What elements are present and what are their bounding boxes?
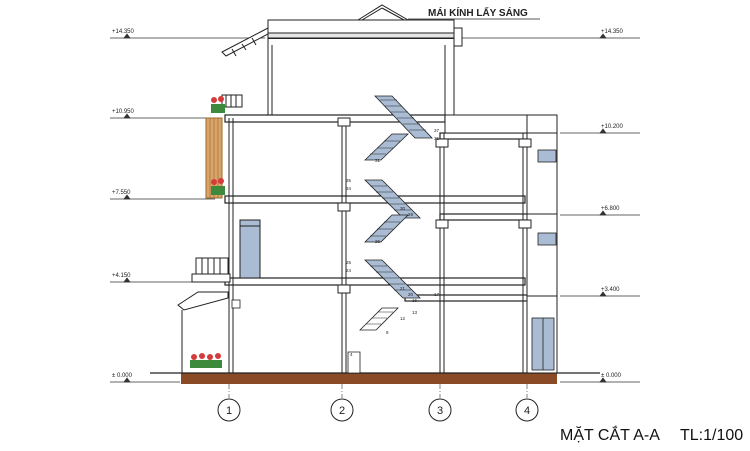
level-left-5: ± 0.000 xyxy=(112,373,133,379)
stair-number: 20 xyxy=(408,292,414,297)
stair-treads xyxy=(366,99,426,325)
stair-numbers: 37 36 35 34 31 30 29 26 25 24 21 20 17 1… xyxy=(346,128,440,357)
stair-number: 4 xyxy=(350,352,353,357)
level-right-2: +10.200 xyxy=(601,124,624,130)
level-right-5: ± 0.000 xyxy=(601,373,622,379)
stair-number: 26 xyxy=(375,239,381,244)
stair-number: 13 xyxy=(412,310,418,315)
level-marks-right xyxy=(455,33,640,383)
level-left-4: +4.150 xyxy=(112,273,131,279)
stair-number: 36 xyxy=(434,136,440,141)
axis-label-4: 4 xyxy=(524,405,530,417)
section-scale: TL:1/100 xyxy=(680,427,743,444)
stair-number: 24 xyxy=(346,268,352,273)
axis-label-1: 1 xyxy=(226,405,232,417)
level-marks-left xyxy=(110,33,265,383)
level-right-3: +6.800 xyxy=(601,206,620,212)
axis-label-2: 2 xyxy=(339,405,345,417)
axis-label-3: 3 xyxy=(437,405,443,417)
stair-number: 17 xyxy=(434,292,440,297)
stair-number: 34 xyxy=(346,186,352,191)
stair-number: 29 xyxy=(408,212,414,217)
stair-number: 37 xyxy=(434,128,440,133)
level-right-1: +14.350 xyxy=(601,29,624,35)
level-left-1: +14.350 xyxy=(112,29,135,35)
stair-number: 25 xyxy=(346,260,352,265)
level-left-2: +10.950 xyxy=(112,109,135,115)
stair-number: 12 xyxy=(400,316,406,321)
front-balcony xyxy=(177,94,261,373)
stair-number: 21 xyxy=(400,286,406,291)
stair-number: 35 xyxy=(346,178,352,183)
stair-number: 31 xyxy=(375,158,381,163)
front-roof xyxy=(221,27,269,57)
axis-bubbles xyxy=(217,398,539,422)
level-left-3: +7.550 xyxy=(112,190,131,196)
facade-windows xyxy=(231,149,557,371)
section-title: MẶT CẮT A-A xyxy=(560,425,660,444)
ground-hatch xyxy=(181,373,557,384)
roof-note-label: MÁI KÍNH LẤY SÁNG xyxy=(428,6,528,19)
level-right-4: +3.400 xyxy=(601,287,620,293)
staircase xyxy=(347,95,433,374)
axis-lines xyxy=(228,384,528,398)
stair-number: 8 xyxy=(386,330,389,335)
stair-number: 30 xyxy=(400,206,406,211)
plant-pots xyxy=(190,96,225,368)
stair-number: 16 xyxy=(412,298,418,303)
